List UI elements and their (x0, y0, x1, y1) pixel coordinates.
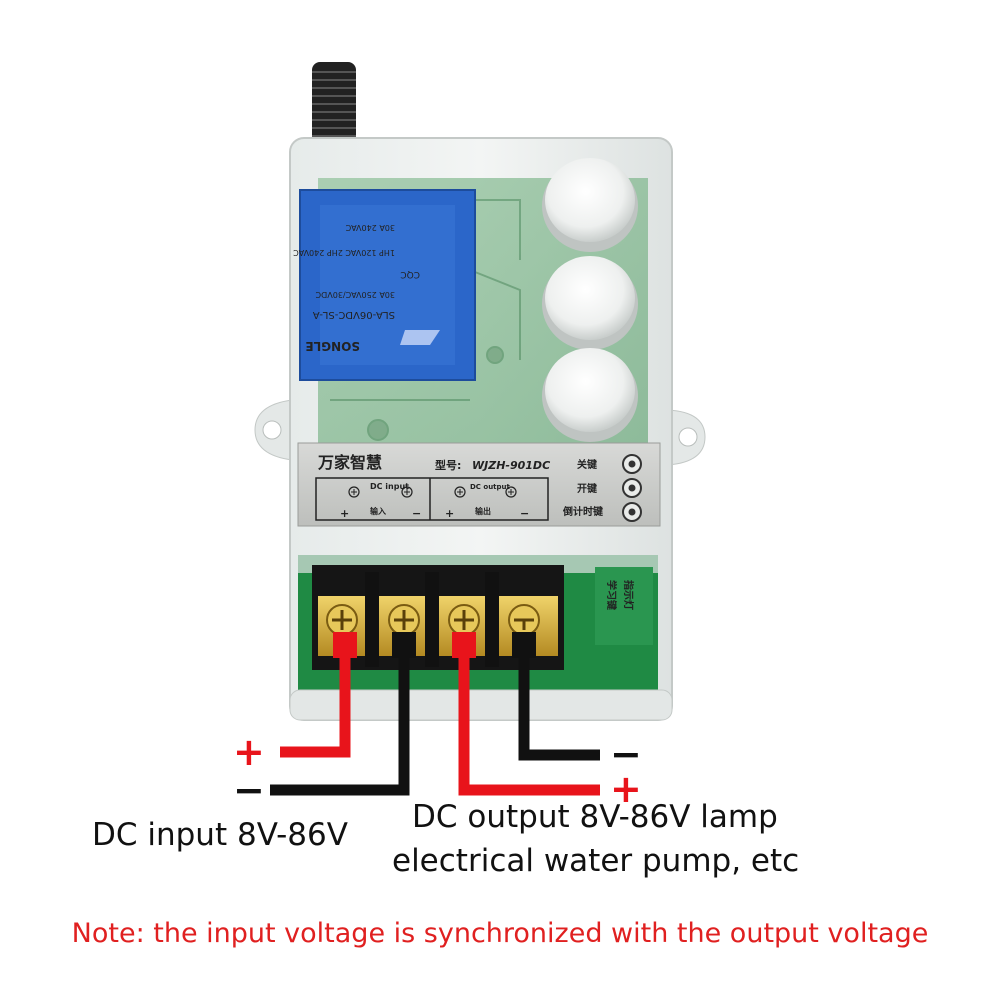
input-minus-sign: − (233, 768, 265, 812)
relay-model-text: SLA-06VDC-SL-A (313, 309, 395, 320)
model-number: WJZH-901DC (472, 459, 550, 472)
relay: SLA-06VDC-SL-A 30A 250VAC/30VDC 1HP 120V… (293, 189, 476, 381)
relay-cert: CQC (400, 269, 420, 279)
terminal-minus-1: − (412, 507, 421, 520)
terminal-output-en: DC output (470, 483, 511, 491)
output-plus-sign: + (610, 767, 642, 811)
wires (270, 640, 600, 796)
wire-ends (333, 632, 536, 658)
output-negative-wire (518, 640, 600, 761)
close-key-button[interactable] (545, 158, 635, 242)
relay-rating-1: 30A 250VAC/30VDC (315, 290, 395, 299)
open-key-button[interactable] (545, 256, 635, 340)
indicator-label: 指示灯 (622, 580, 635, 610)
learn-key-label: 学习键 (605, 580, 618, 611)
terminal-screw-icon (326, 604, 540, 636)
input-negative-wire (270, 640, 410, 796)
terminal-input-en: DC input (370, 482, 409, 491)
voltage-note: Note: the input voltage is synchronized … (71, 918, 929, 949)
brand-label: 万家智慧 (317, 453, 382, 472)
label-plate: 万家智慧 型号: WJZH-901DC 关键 开键 倒计时键 DC input … (297, 442, 661, 527)
terminal-minus-2: − (520, 507, 529, 520)
relay-brand: SONGLE (305, 339, 360, 353)
terminal-plus-2: + (445, 507, 454, 520)
input-positive-wire (280, 640, 351, 758)
terminal-input-cn: 输入 (370, 506, 386, 516)
button-label-open: 开键 (577, 482, 598, 495)
output-minus-sign: − (610, 732, 642, 776)
output-positive-wire (458, 640, 600, 796)
input-caption: DC input 8V-86V (92, 817, 348, 853)
input-plus-sign: + (233, 730, 265, 774)
button-label-close: 关键 (577, 458, 598, 471)
terminal-plus-1: + (340, 507, 349, 520)
side-labels: 学习键 指示灯 (595, 567, 653, 645)
button-label-countdown: 倒计时键 (562, 505, 604, 518)
output-caption-line1: DC output 8V-86V lamp (412, 799, 778, 835)
relay-rating-3: 30A 240VAC (345, 223, 395, 232)
countdown-key-button[interactable] (545, 348, 635, 432)
output-caption-line2: electrical water pump, etc (392, 843, 800, 879)
button-stack (542, 158, 638, 442)
terminal-output-cn: 输出 (475, 506, 491, 516)
model-prefix: 型号: (435, 458, 461, 472)
relay-rating-2: 1HP 120VAC 2HP 240VAC (293, 248, 395, 257)
